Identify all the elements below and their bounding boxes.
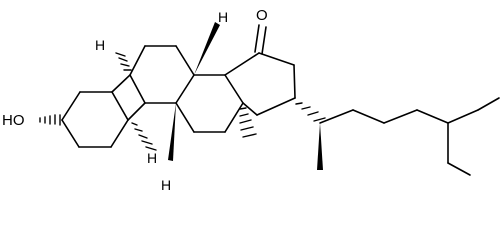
hydroxyl-group: HO — [2, 112, 61, 129]
ring-c — [175, 74, 244, 133]
ring-a — [61, 74, 131, 148]
h-c5-label: H — [95, 37, 105, 53]
stereo-h-c5: H — [95, 37, 132, 71]
ketone-oxygen-label: O — [256, 7, 268, 24]
c13-methyl — [239, 107, 257, 138]
side-chain — [295, 97, 500, 176]
ring-b — [127, 45, 195, 121]
ring-d — [224, 52, 296, 116]
h-c14-label: H — [218, 9, 228, 25]
hydroxyl-label: HO — [2, 112, 25, 129]
ketone-group: O — [254, 7, 268, 55]
stereo-h-c8: H — [161, 103, 176, 193]
stereo-h-c14: H — [194, 9, 228, 75]
structure-canvas: O HO H H H H — [2, 7, 500, 193]
h-c8-label: H — [161, 177, 171, 193]
steroid-structure-drawing: O HO H H H H — [2, 7, 500, 193]
stereo-h-c9: H — [131, 122, 157, 166]
h-c9-label: H — [147, 150, 157, 166]
